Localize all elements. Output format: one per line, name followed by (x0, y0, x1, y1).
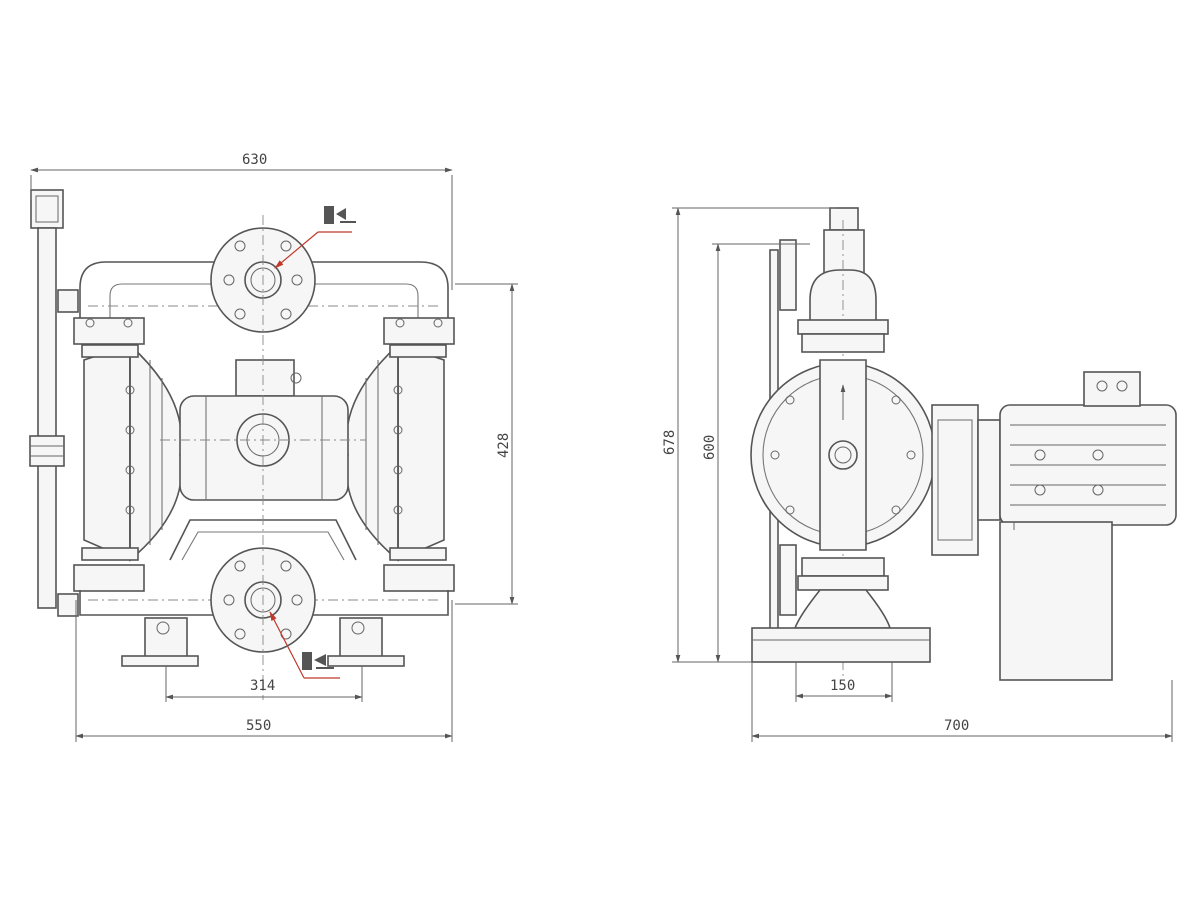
left-diaphragm-chamber (81, 343, 183, 562)
dim-630: 630 (242, 152, 267, 168)
inlet-manifold (73, 519, 455, 616)
dim-314: 314 (250, 678, 275, 694)
side-dimensions: 678 600 700 150 (662, 207, 1173, 742)
side-view: 678 600 700 150 (662, 207, 1177, 742)
inlet-flow-icon (269, 611, 340, 679)
dim-678: 678 (662, 430, 678, 455)
right-diaphragm-chamber (345, 343, 447, 562)
side-diaphragm-housing (750, 359, 936, 551)
mounting-feet (121, 617, 405, 667)
outlet-flow-icon (274, 206, 356, 269)
side-inlet-base (751, 557, 931, 663)
side-gearbox (931, 404, 1001, 556)
front-view: 630 550 314 428 (29, 152, 518, 742)
front-dimensions: 630 550 314 428 (30, 152, 518, 742)
motor-stand (999, 521, 1113, 681)
dim-150: 150 (830, 678, 855, 694)
dim-550: 550 (246, 718, 271, 734)
side-motor (999, 371, 1177, 681)
dim-700: 700 (944, 718, 969, 734)
dim-428: 428 (496, 433, 512, 458)
air-control-rod (29, 189, 79, 617)
side-outlet-elbow (797, 207, 889, 680)
dim-600: 600 (702, 435, 718, 460)
terminal-box (1083, 371, 1141, 407)
